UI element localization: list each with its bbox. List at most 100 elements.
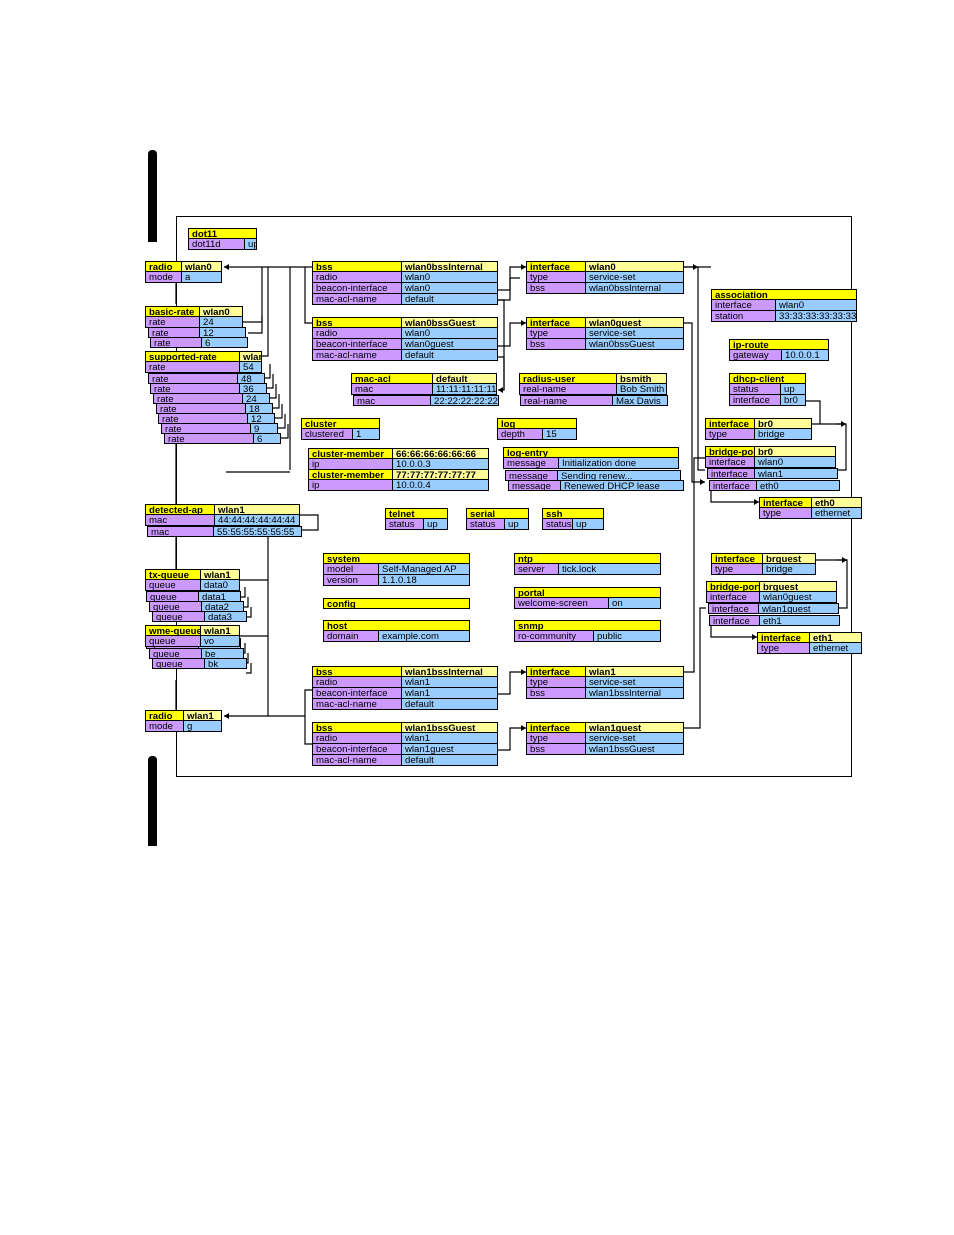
field-value: wlan1guest [758, 603, 839, 614]
bridge-port-br0-record[interactable]: bridge-portbr0interfacewlan0 [705, 446, 836, 468]
field-value: Bob Smith [616, 383, 667, 395]
field-key: queue [152, 658, 205, 669]
field-key: ro-community [514, 630, 594, 642]
field-key: mac [351, 383, 433, 395]
field-key: status [385, 518, 424, 530]
link-wlan1-bridge [684, 457, 705, 673]
field-value: tick.lock [558, 563, 661, 575]
field-key: interface [709, 480, 757, 491]
config-record[interactable]: config [323, 598, 470, 609]
link-bss0g-radio [304, 267, 312, 324]
link-basic-rate-stack [248, 316, 263, 334]
link-dhcp-br0 [806, 400, 821, 424]
link-arrowhead [842, 557, 847, 563]
field-value: wlan0 [401, 327, 498, 339]
field-value: g [183, 720, 222, 732]
field-key: mac-acl-name [312, 698, 402, 710]
field-value: a [181, 271, 222, 283]
supported-rate-record[interactable]: supported-ratewlan0rate54 [145, 351, 262, 373]
field-key: interface [708, 603, 759, 614]
field-value: 33:33:33:33:33:33 [775, 310, 857, 322]
field-key: station [711, 310, 776, 322]
link-arrowhead [521, 669, 526, 675]
link-arrowhead [700, 479, 705, 485]
field-key: dot11d [188, 238, 245, 250]
link-bss0i-if-type [498, 277, 520, 301]
link-bss0g-if [498, 322, 526, 347]
field-value: vo [200, 635, 240, 647]
field-value: br0 [780, 394, 806, 406]
field-value: ethernet [811, 507, 862, 519]
field-key: bss [526, 743, 586, 755]
field-key: bss [526, 687, 586, 699]
dot11-record[interactable]: dot11dot11dup [188, 228, 257, 250]
field-key: type [757, 642, 810, 654]
field-key: interface [707, 468, 755, 479]
field-key: gateway [729, 349, 782, 361]
field-key: message [503, 457, 559, 469]
field-key: interface [729, 394, 781, 406]
field-key: bss [526, 338, 586, 350]
field-value: eth1 [759, 615, 840, 626]
link-bss1i-if [498, 671, 526, 695]
link-arrowhead [754, 499, 759, 505]
field-key: mode [145, 271, 182, 283]
field-key: real-name [519, 383, 617, 395]
